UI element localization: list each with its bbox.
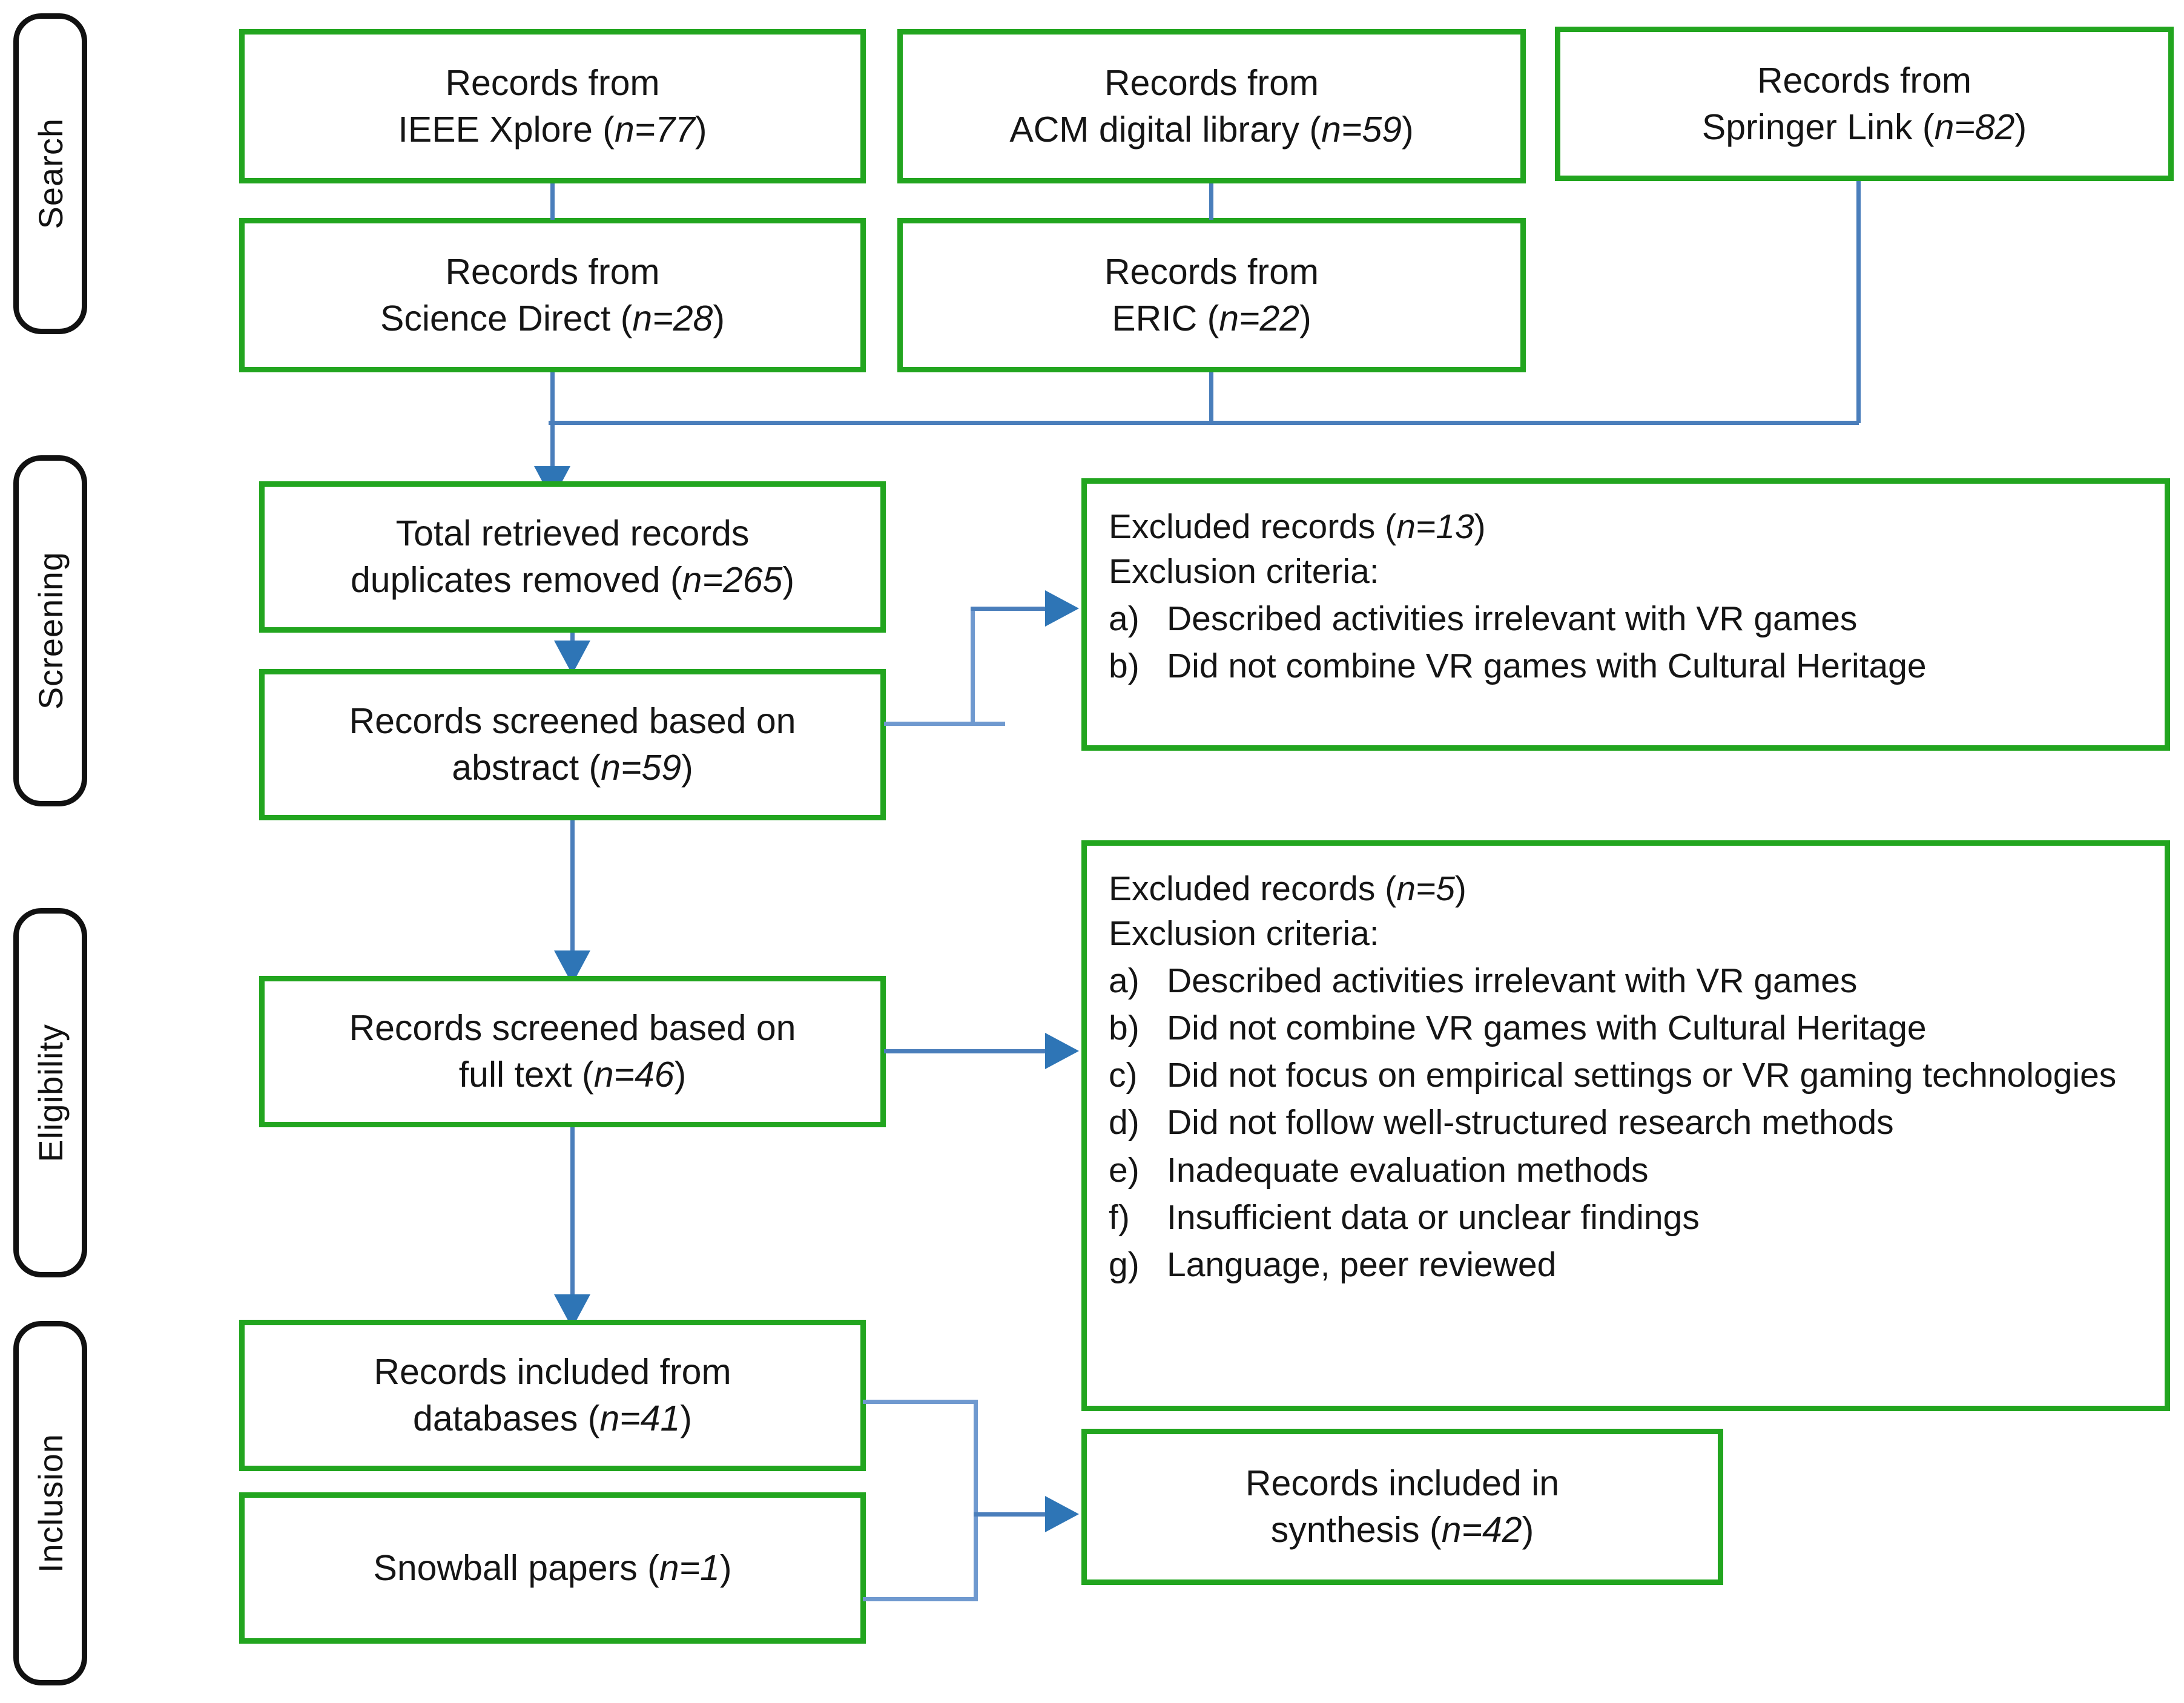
exclusion-eligibility-heading: Excluded records (n=5) xyxy=(1109,869,1466,908)
exclusion-screening-criterion-a: a) Described activities irrelevant with … xyxy=(1109,596,2146,641)
exclusion-eligibility-criteria-label: Exclusion criteria: xyxy=(1109,914,1379,954)
connector-included-databases-out xyxy=(863,1400,978,1404)
connector-eric-down xyxy=(1209,372,1213,424)
exclusion-eligibility-criterion-f: f) Insufficient data or unclear findings xyxy=(1109,1195,2146,1240)
exclusion-text: Did not focus on empirical settings or V… xyxy=(1167,1056,2117,1095)
exclusion-text: Described activities irrelevant with VR … xyxy=(1167,599,1858,639)
connector-fulltext-to-exclusion xyxy=(884,1049,1072,1053)
exclusion-eligibility-criterion-d: d) Did not follow well-structured resear… xyxy=(1109,1100,2146,1145)
exclusion-eligibility-criterion-b: b) Did not combine VR games with Cultura… xyxy=(1109,1006,2146,1050)
exclusion-text: Did not combine VR games with Cultural H… xyxy=(1167,647,1927,686)
exclusion-text: Inadequate evaluation methods xyxy=(1167,1150,1649,1190)
stage-label-eligibility: Eligibility xyxy=(13,908,87,1277)
exclusion-text: Did not follow well-structured research … xyxy=(1167,1103,1894,1142)
connector-fulltext-to-included xyxy=(570,1127,575,1315)
exclusion-marker: a) xyxy=(1109,961,1140,1001)
connector-ieee-to-sciencedirect xyxy=(550,183,555,220)
flow-box-snowball-text: Snowball papers (n=1) xyxy=(373,1547,732,1588)
stage-label-search-text: Search xyxy=(31,118,70,229)
stage-label-inclusion: Inclusion xyxy=(13,1321,87,1685)
exclusion-marker: e) xyxy=(1109,1150,1140,1190)
connector-sciencedirect-down xyxy=(550,372,555,424)
connector-abstract-to-exclusion-v xyxy=(971,607,975,723)
exclusion-text: Did not combine VR games with Cultural H… xyxy=(1167,1009,1927,1048)
connector-abstract-to-fulltext xyxy=(570,820,575,972)
exclusion-marker: c) xyxy=(1109,1056,1138,1095)
stage-label-inclusion-text: Inclusion xyxy=(31,1433,70,1573)
exclusion-text: Insufficient data or unclear findings xyxy=(1167,1197,1700,1237)
connector-abstract-to-exclusion-h2 xyxy=(971,607,1067,611)
connector-bus-to-total xyxy=(550,421,555,483)
exclusion-eligibility-criterion-e: e) Inadequate evaluation methods xyxy=(1109,1148,2146,1193)
exclusion-eligibility-criterion-c: c) Did not focus on empirical settings o… xyxy=(1109,1053,2146,1098)
arrow-into-exclusion-screening xyxy=(1045,590,1079,627)
exclusion-screening-criterion-b: b) Did not combine VR games with Cultura… xyxy=(1109,644,2146,688)
exclusion-marker: d) xyxy=(1109,1103,1140,1142)
flow-box-snowball: Snowball papers (n=1) xyxy=(239,1492,866,1644)
arrow-into-abstract-box xyxy=(554,641,590,674)
connector-springer-down xyxy=(1856,181,1861,423)
exclusion-marker: b) xyxy=(1109,1009,1140,1048)
stage-label-eligibility-text: Eligibility xyxy=(31,1023,70,1162)
exclusion-box-eligibility: Excluded records (n=5) Exclusion criteri… xyxy=(1081,840,2170,1411)
stage-label-screening-text: Screening xyxy=(31,552,70,710)
stage-label-search: Search xyxy=(13,13,87,334)
arrow-into-synthesis xyxy=(1045,1496,1079,1532)
exclusion-text: Described activities irrelevant with VR … xyxy=(1167,961,1858,1001)
connector-snowball-out xyxy=(863,1597,978,1601)
connector-acm-to-eric xyxy=(1209,183,1213,220)
connector-merge-bus xyxy=(549,421,1859,425)
connector-abstract-to-exclusion-h1 xyxy=(884,722,1005,726)
exclusion-text: Language, peer reviewed xyxy=(1167,1245,1557,1284)
arrow-into-exclusion-eligibility xyxy=(1045,1033,1079,1069)
exclusion-marker: b) xyxy=(1109,647,1140,686)
exclusion-eligibility-criterion-g: g) Language, peer reviewed xyxy=(1109,1242,2146,1287)
exclusion-eligibility-criterion-a: a) Described activities irrelevant with … xyxy=(1109,958,2146,1003)
stage-label-screening: Screening xyxy=(13,455,87,806)
exclusion-marker: g) xyxy=(1109,1245,1140,1284)
exclusion-marker: a) xyxy=(1109,599,1140,639)
exclusion-box-screening: Excluded records (n=13) Exclusion criter… xyxy=(1081,478,2170,751)
exclusion-marker: f) xyxy=(1109,1197,1130,1237)
connector-inclusion-merge-to-synthesis xyxy=(974,1512,1067,1517)
exclusion-screening-heading: Excluded records (n=13) xyxy=(1109,507,1486,546)
connector-inclusion-merge-vertical xyxy=(974,1400,978,1599)
exclusion-screening-criteria-label: Exclusion criteria: xyxy=(1109,552,1379,591)
